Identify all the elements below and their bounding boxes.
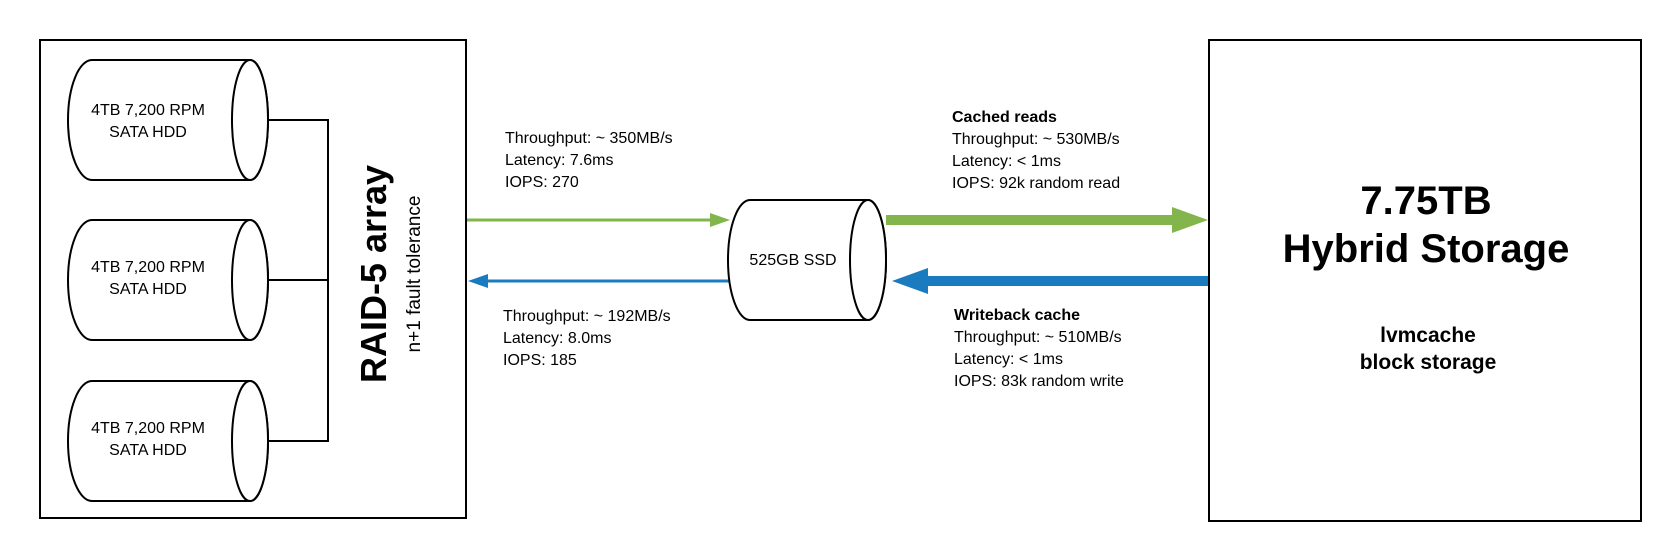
ssd-cylinder: 525GB SSD [727, 199, 887, 321]
ssd-to-raid-latency: Latency: 8.0ms [503, 330, 612, 347]
disk-2-label-line2: SATA HDD [109, 281, 187, 298]
disk-3: 4TB 7,200 RPM SATA HDD [67, 380, 269, 502]
ssd-to-raid-throughput: Throughput: ~ 192MB/s [503, 308, 671, 325]
cached-reads-arrowhead [1172, 207, 1208, 233]
raid-to-ssd-throughput: Throughput: ~ 350MB/s [505, 130, 673, 147]
writeback-throughput: Throughput: ~ 510MB/s [954, 329, 1122, 346]
ssd-label: 525GB SSD [749, 252, 836, 269]
writeback-iops: IOPS: 83k random write [954, 373, 1124, 390]
cached-reads-heading: Cached reads [952, 109, 1057, 126]
disk-3-label-line2: SATA HDD [109, 442, 187, 459]
disk-2: 4TB 7,200 RPM SATA HDD [67, 219, 269, 341]
ssd-to-raid-arrowhead [468, 274, 488, 288]
raid-title: RAID-5 array [353, 165, 394, 383]
raid-to-ssd-arrowhead [710, 213, 730, 227]
disk-1-label-line1: 4TB 7,200 RPM [91, 102, 205, 119]
disk-3-label-line1: 4TB 7,200 RPM [91, 420, 205, 437]
cached-reads-iops: IOPS: 92k random read [952, 175, 1120, 192]
cached-reads-latency: Latency: < 1ms [952, 153, 1061, 170]
writeback-latency: Latency: < 1ms [954, 351, 1063, 368]
raid-to-ssd-latency: Latency: 7.6ms [505, 152, 614, 169]
raid-to-ssd-iops: IOPS: 270 [505, 174, 579, 191]
disk-bracket [268, 119, 329, 442]
raid-subtitle: n+1 fault tolerance [404, 196, 425, 353]
hybrid-sub-line1: lvmcache [1380, 324, 1476, 347]
disk-1-label-line2: SATA HDD [109, 124, 187, 141]
writeback-arrowhead [892, 268, 928, 294]
hybrid-sub-line2: block storage [1360, 351, 1497, 374]
cached-reads-throughput: Throughput: ~ 530MB/s [952, 131, 1120, 148]
disk-2-label-line1: 4TB 7,200 RPM [91, 259, 205, 276]
hybrid-title-line1: 7.75TB [1360, 179, 1491, 223]
hybrid-title-line2: Hybrid Storage [1283, 227, 1570, 271]
disk-1: 4TB 7,200 RPM SATA HDD [67, 59, 269, 181]
ssd-to-raid-iops: IOPS: 185 [503, 352, 577, 369]
writeback-heading: Writeback cache [954, 307, 1080, 324]
hybrid-storage-box [1208, 39, 1642, 522]
